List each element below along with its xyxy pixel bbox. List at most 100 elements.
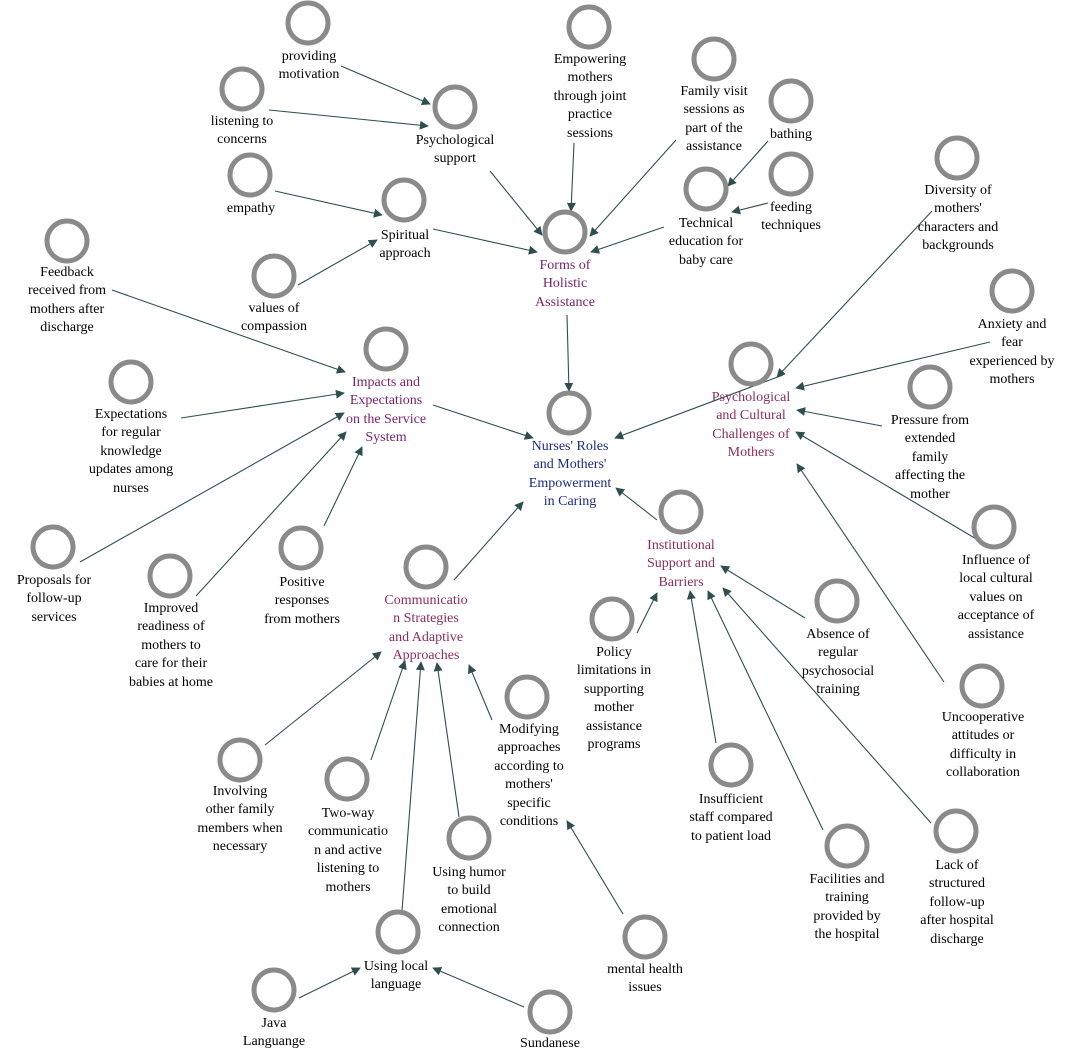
label-line: Insufficient (698, 792, 764, 807)
label-line: responses (274, 593, 330, 609)
label-line: emotional (441, 901, 497, 917)
label-line: Two-way (321, 806, 375, 821)
label-line: mothers' (934, 201, 982, 217)
node-label-anxiety: Anxiety and fear experienced by mothers (969, 316, 1054, 390)
label-line: Empowering (553, 52, 627, 67)
node-circle-institutional (658, 489, 704, 535)
label-line: members when (197, 820, 283, 836)
node-circle-modifying (504, 674, 550, 720)
label-line: bathing (770, 127, 812, 142)
node-circle-sundanese (527, 989, 573, 1035)
label-line: Challenges of (712, 426, 790, 442)
node-circle-psych-cultural (728, 341, 774, 387)
label-line: the hospital (814, 927, 880, 943)
label-line: mothers' (505, 777, 553, 793)
label-line: Psychological (415, 133, 495, 148)
label-line: care for their (134, 656, 208, 672)
label-line: Psychological (711, 390, 791, 405)
edge-arrow-27 (636, 592, 658, 634)
label-line: received from (27, 283, 107, 299)
label-line: attitudes or (951, 728, 1015, 744)
node-circle-compassion (251, 253, 297, 299)
node-circle-java (251, 967, 297, 1013)
label-line: approaches (497, 740, 561, 756)
label-line: Languange (242, 1034, 306, 1050)
edge-arrow-29 (686, 590, 717, 744)
edge-arrow-2 (268, 109, 429, 130)
edge-arrow-12 (564, 314, 574, 392)
label-line: Spiritual (380, 228, 430, 243)
label-line: for regular (101, 425, 161, 441)
label-line: on the Service (345, 411, 427, 427)
label-line: Absence of (806, 627, 870, 642)
label-line: follow-up (26, 591, 82, 607)
node-circle-technical-edu (683, 166, 729, 212)
edges-layer (79, 65, 991, 1008)
label-line: assistance (968, 626, 1024, 642)
node-circle-impacts (363, 326, 409, 372)
node-circle-communication (403, 544, 449, 590)
label-line: mother (594, 700, 634, 716)
label-line: follow-up (929, 894, 985, 910)
label-line: listening to (210, 114, 274, 129)
edge-arrow-8 (589, 139, 677, 237)
label-line: Improved (143, 601, 199, 616)
label-line: Mothers (727, 445, 775, 461)
label-line: training (816, 682, 860, 698)
label-line: experienced by (969, 353, 1055, 369)
label-line: issues (628, 980, 662, 996)
edge-arrow-10 (727, 140, 769, 187)
label-line: conditions (499, 814, 559, 830)
node-circle-providing-motivation (285, 0, 331, 46)
label-line: Nurses' Roles (531, 439, 609, 454)
edge-arrow-13 (111, 289, 346, 374)
label-line: Approaches (392, 648, 460, 664)
label-line: updates among (88, 462, 174, 478)
label-line: discharge (930, 931, 984, 947)
label-line: from mothers (264, 611, 340, 627)
label-line: backgrounds (922, 238, 994, 254)
label-line: n and active (314, 842, 382, 858)
node-circle-empowering (566, 4, 612, 50)
label-line: Anxiety and (977, 317, 1047, 332)
node-circle-absence-training (814, 578, 860, 624)
nodes-layer (30, 0, 1035, 1035)
label-line: baby care (678, 252, 734, 268)
label-line: fear (1001, 335, 1023, 351)
label-line: babies at home (129, 674, 213, 690)
label-line: values on (969, 589, 1023, 605)
label-line: necessary (212, 839, 268, 855)
label-line: assistance (586, 718, 642, 734)
label-line: mothers (567, 70, 613, 86)
node-circle-two-way (324, 756, 370, 802)
label-line: mothers (989, 372, 1035, 388)
label-line: Expectations (94, 407, 168, 422)
label-line: feeding (770, 200, 812, 215)
label-line: compassion (240, 319, 308, 335)
node-circle-family-visit (691, 36, 737, 82)
node-circle-core (546, 390, 592, 436)
label-line: Java (261, 1016, 287, 1031)
label-line: Feedback (40, 265, 94, 280)
node-circle-humor (446, 815, 492, 861)
label-line: Family visit (680, 84, 748, 99)
label-line: empathy (226, 201, 276, 216)
label-line: Technical (678, 216, 734, 231)
label-line: Influence of (961, 553, 1031, 568)
edge-arrow-19 (453, 501, 524, 581)
label-line: communicatio (307, 824, 389, 840)
label-line: provided by (813, 908, 881, 924)
edge-arrow-37 (566, 820, 624, 915)
label-line: mothers (325, 879, 371, 895)
